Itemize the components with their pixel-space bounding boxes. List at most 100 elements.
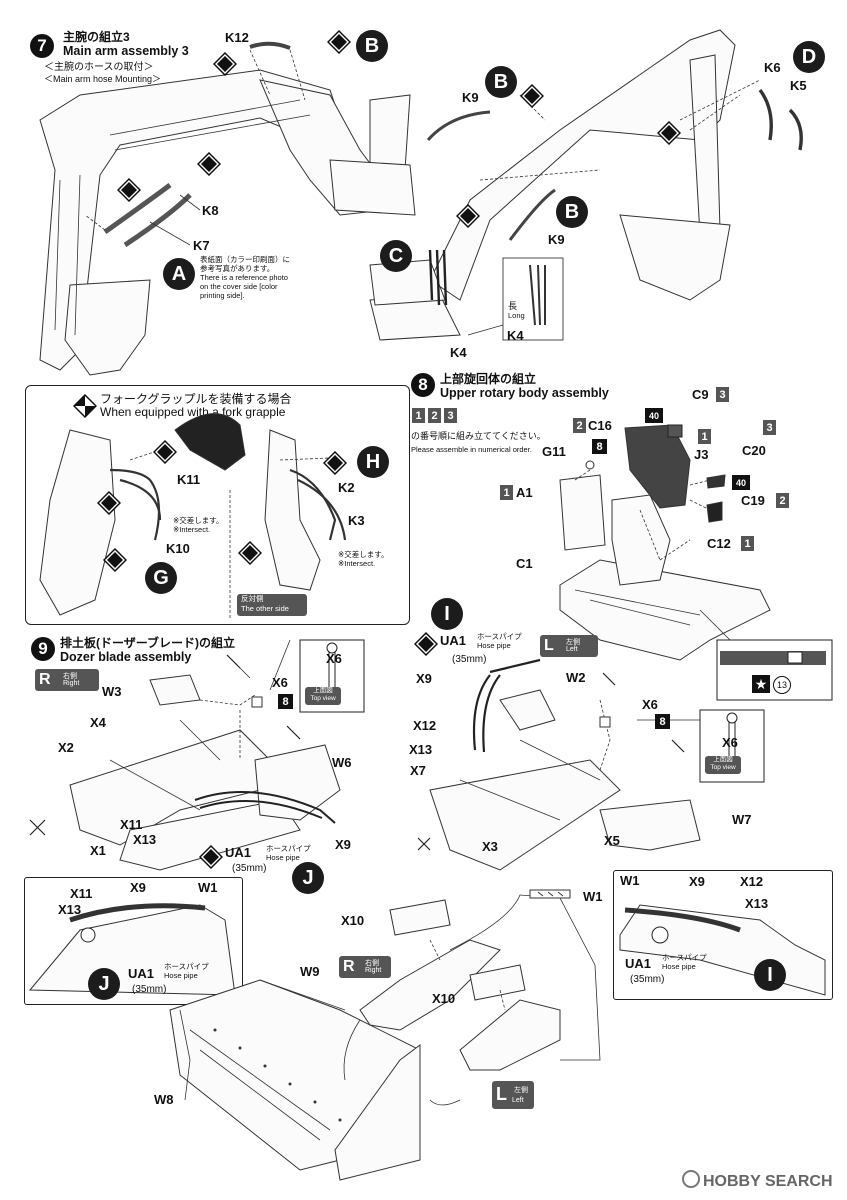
- hose-note-2-en: Hose pipe: [477, 641, 511, 650]
- hose-note-2-jp: ホースパイプ: [477, 632, 522, 641]
- intersect-note-1: ※交差します。 ※Intersect.: [173, 516, 224, 534]
- box-right-hose: ホースパイプ Hose pipe: [662, 953, 707, 971]
- c19-step: 2: [776, 493, 789, 508]
- left-tag-jp: 左側: [566, 639, 580, 646]
- box-left-len: (35mm): [132, 984, 167, 995]
- label-k4-box: K4: [507, 328, 524, 343]
- long-label: 長 Long: [508, 302, 525, 321]
- c16-paint-40: 40: [645, 408, 663, 423]
- c20-paint-40: 40: [732, 475, 750, 490]
- box-left-callout-j: J: [88, 968, 120, 1000]
- long-en: Long: [508, 311, 525, 320]
- diamond-icon: [103, 548, 127, 572]
- diamond-icon: [97, 491, 121, 515]
- c16-step: 2: [573, 418, 586, 433]
- c12-step: 1: [741, 536, 754, 551]
- callout-i: I: [431, 598, 463, 630]
- watermark-text: HOBBY SEARCH: [703, 1173, 833, 1190]
- step-8-title-en: Upper rotary body assembly: [440, 386, 609, 400]
- other-side-en: The other side: [241, 604, 289, 613]
- bottom-right-en: Right: [365, 967, 382, 974]
- label-x4: X4: [90, 715, 106, 730]
- box-right-x13: X13: [745, 896, 769, 911]
- step-8-title-jp: 上部旋回体の組立: [440, 372, 537, 386]
- label-g11: G11: [542, 444, 566, 459]
- left-tag-letter: L: [544, 637, 554, 654]
- box-left-x9: X9: [130, 880, 146, 895]
- label-x7: X7: [410, 763, 426, 778]
- decal-star-icon: ★: [752, 675, 770, 693]
- detail-box-left: [24, 877, 243, 1005]
- label-k9-a: K9: [462, 90, 479, 105]
- label-x2: X2: [58, 740, 74, 755]
- intersect-note-2: ※交差します。 ※Intersect.: [338, 550, 389, 568]
- diamond-icon: [456, 204, 480, 228]
- top-view-tag-1: 上面図 Top view: [305, 687, 341, 705]
- step-8-number: 8: [411, 373, 435, 397]
- left-tag-en: Left: [566, 646, 578, 653]
- intersect-note-1-en: ※Intersect.: [173, 525, 211, 534]
- label-x13: X13: [133, 832, 157, 847]
- box-left-hose-jp: ホースパイプ: [164, 962, 209, 971]
- label-k12: K12: [225, 30, 249, 45]
- label-w2: W2: [566, 670, 586, 685]
- intersect-note-2-jp: ※交差します。: [338, 550, 389, 559]
- label-x3: X3: [482, 839, 498, 854]
- callout-a: A: [163, 258, 195, 290]
- label-x6-a: X6: [272, 675, 288, 690]
- bottom-left-tag-letter: L: [496, 1084, 507, 1104]
- top-view-1-jp: 上面図: [313, 687, 333, 694]
- box-left-hose: ホースパイプ Hose pipe: [164, 962, 209, 980]
- callout-c: C: [380, 240, 412, 272]
- label-c1: C1: [516, 556, 533, 571]
- bottom-right-jp: 右側: [365, 960, 379, 967]
- label-x6-c: X6: [642, 697, 658, 712]
- box-left-hose-en: Hose pipe: [164, 971, 198, 980]
- reference-note: 表紙面（カラー印刷面）に参考写真があります。 There is a refere…: [200, 255, 290, 300]
- label-j3: J3: [694, 447, 709, 462]
- label-x10-b: X10: [432, 991, 456, 1006]
- label-k9-b: K9: [548, 232, 565, 247]
- label-w7: W7: [732, 812, 752, 827]
- watermark-logo-icon: [682, 1170, 700, 1188]
- order-note-en: Please assemble in numerical order.: [411, 445, 532, 454]
- label-c20: C20: [742, 443, 766, 458]
- c9-step: 3: [716, 387, 729, 402]
- order-num-3: 3: [444, 408, 457, 423]
- top-view-1-en: Top view: [310, 695, 336, 702]
- top-view-2-en: Top view: [710, 764, 736, 771]
- callout-d: D: [793, 41, 825, 73]
- diamond-icon: [414, 632, 438, 656]
- step-7-title-jp: 主腕の組立3: [63, 30, 130, 44]
- left-tag: L 左側 Left: [540, 635, 598, 657]
- g11-paint: 8: [592, 439, 607, 454]
- label-x6-d: X6: [722, 735, 738, 750]
- hose-note-1-en: Hose pipe: [266, 853, 300, 862]
- right-tag: R 右側 Right: [35, 669, 99, 691]
- diamond-icon: [238, 541, 262, 565]
- label-a1: A1: [516, 485, 533, 500]
- step-9-title-en: Dozer blade assembly: [60, 650, 192, 664]
- label-x1: X1: [90, 843, 106, 858]
- diamond-icon: [117, 178, 141, 202]
- box-right-hose-jp: ホースパイプ: [662, 953, 707, 962]
- label-ua1: UA1: [225, 845, 252, 860]
- box-right-callout-i: I: [754, 959, 786, 991]
- label-k7: K7: [193, 238, 210, 253]
- bottom-right-tag-letter: R: [343, 958, 355, 975]
- label-x13-b: X13: [409, 742, 433, 757]
- c20-step: 3: [763, 420, 776, 435]
- step-7-sub-en: ＜Main arm hose Mounting＞: [44, 74, 162, 84]
- fork-grapple-box: [25, 385, 410, 625]
- box-right-ua1: UA1: [625, 956, 652, 971]
- label-x6-b: X6: [326, 651, 342, 666]
- order-num-1: 1: [412, 408, 425, 423]
- box-left-x13: X13: [58, 902, 82, 917]
- right-tag-jp: 右側: [63, 673, 77, 680]
- bottom-left-tag: L 左側 Left: [492, 1081, 534, 1109]
- box-right-w1: W1: [620, 873, 640, 888]
